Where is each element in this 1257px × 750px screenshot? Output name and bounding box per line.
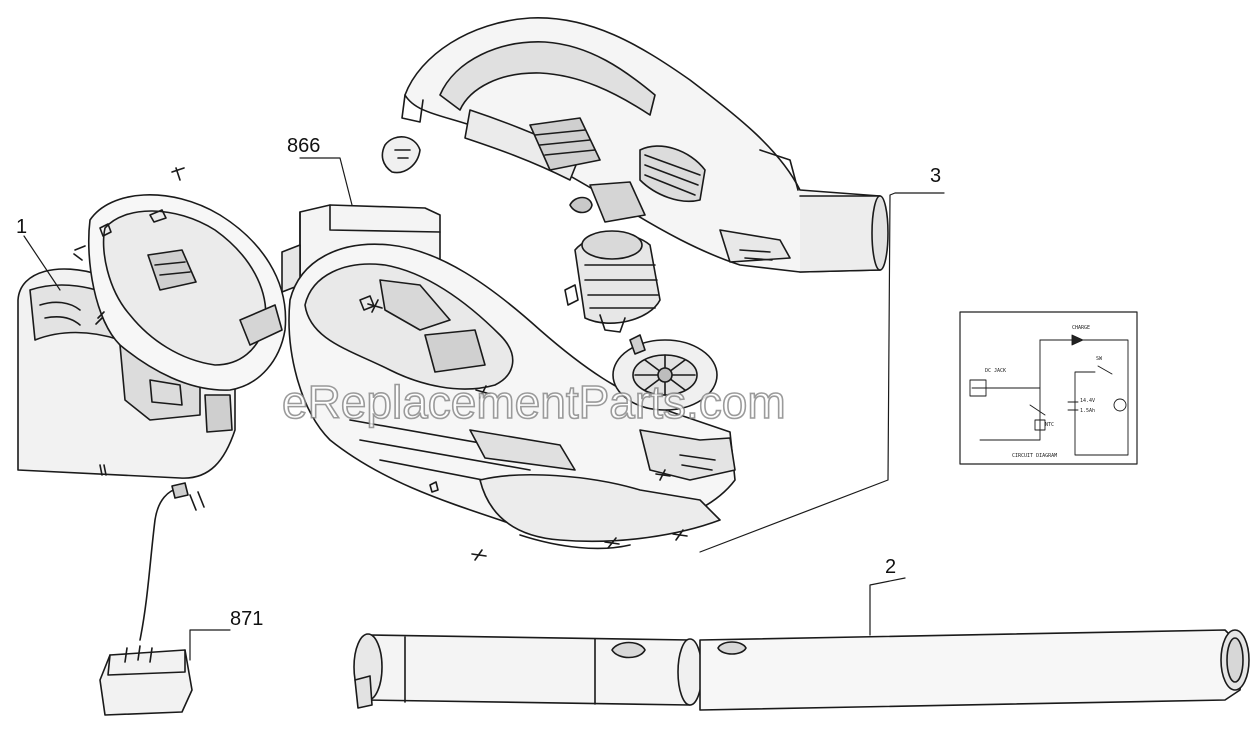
- dc-jack-connector: [171, 482, 205, 511]
- fan-impeller: [612, 334, 718, 411]
- schematic-ntc-label: NTC: [1045, 422, 1054, 428]
- schematic-charge-label: CHARGE: [1072, 325, 1090, 331]
- schematic-battery-capacity-label: 1.5Ah: [1080, 408, 1095, 414]
- charger-plug: [99, 487, 193, 716]
- left-housing-half: [17, 194, 287, 479]
- top-handle-housing: [401, 17, 889, 273]
- schematic-sw-label: SW: [1096, 356, 1103, 362]
- right-housing-half: [288, 243, 736, 550]
- circuit-diagram: [959, 311, 1138, 465]
- schematic-dc-jack-label: DC JACK: [985, 368, 1006, 374]
- screws: [73, 167, 688, 561]
- motor: [564, 230, 661, 333]
- trigger-switch: [381, 136, 421, 174]
- blower-tube: [353, 629, 1250, 711]
- callout-871: 871: [230, 608, 263, 630]
- callout-3: 3: [930, 165, 941, 187]
- callout-1: 1: [16, 216, 27, 238]
- callout-2: 2: [885, 556, 896, 578]
- callout-866: 866: [287, 135, 320, 157]
- schematic-battery-voltage-label: 14.4V: [1080, 398, 1095, 404]
- schematic-title: CIRCUIT DIAGRAM: [1012, 453, 1057, 459]
- leader-lines: [23, 157, 945, 661]
- watermark-text: eReplacementParts.com: [282, 376, 786, 428]
